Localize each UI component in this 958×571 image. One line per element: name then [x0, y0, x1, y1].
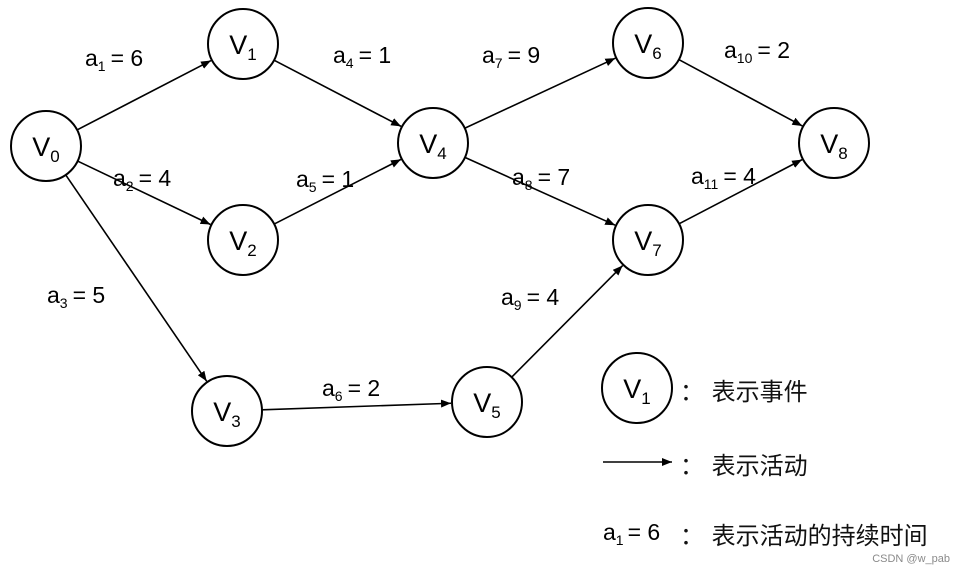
watermark: CSDN @w_pab	[872, 553, 950, 565]
node-circle	[10, 110, 82, 182]
node-v5: V5	[451, 366, 523, 438]
node-circle	[798, 107, 870, 179]
legend-event-separator: ：	[680, 378, 704, 406]
node-label: V3	[213, 397, 240, 431]
edge-a5-label: a5= 1	[296, 166, 354, 195]
node-circle	[191, 375, 263, 447]
edge-a6-label: a6= 2	[322, 375, 380, 404]
edge-a7-label: a7= 9	[482, 42, 540, 71]
edge-a8-label: a8= 7	[512, 164, 570, 193]
legend-event-text: ： 表示事件	[680, 372, 808, 407]
node-circle	[451, 366, 523, 438]
node-v6: V6	[612, 7, 684, 79]
node-label: V1	[229, 30, 256, 64]
edge-a11-label: a11= 4	[691, 163, 756, 192]
node-label: V0	[32, 132, 59, 166]
legend-event-label: V1	[623, 374, 650, 408]
node-v2: V2	[207, 204, 279, 276]
node-circle	[612, 204, 684, 276]
legend-event-symbol: V1	[601, 352, 673, 424]
node-label: V7	[634, 226, 661, 260]
legend-duration-separator: ：	[680, 522, 704, 550]
legend-activity-description: 表示活动	[711, 452, 808, 480]
legend-event-circle	[601, 352, 673, 424]
edge-a5-arrow	[273, 158, 402, 225]
edge-a2-arrow	[77, 160, 211, 226]
edge-labels-layer: a1= 6 a2= 4 a3= 5 a4= 1 a5= 1 a6= 2 a7= 9 a8= 7…	[47, 37, 790, 404]
node-label: V5	[473, 388, 500, 422]
edge-a3-label: a3= 5	[47, 282, 105, 311]
edge-a1-arrow	[76, 59, 212, 131]
edges-layer	[65, 57, 803, 411]
edge-a3-arrow	[65, 174, 208, 382]
node-label: V4	[419, 129, 446, 163]
edge-a9-label: a9= 4	[501, 284, 559, 313]
node-label: V2	[229, 226, 256, 260]
node-label: V8	[820, 129, 847, 163]
edge-a6-arrow	[261, 399, 452, 411]
legend-duration-description: 表示活动的持续时间	[711, 522, 928, 550]
legend-duration-symbol: a1= 6	[603, 519, 660, 548]
edge-a4-label: a4= 1	[333, 42, 391, 71]
node-v4: V4	[397, 107, 469, 179]
node-circle	[612, 7, 684, 79]
node-circle	[397, 107, 469, 179]
edge-a8-arrow	[464, 156, 616, 226]
node-circle	[207, 8, 279, 80]
node-v0: V0	[10, 110, 82, 182]
node-v8: V8	[798, 107, 870, 179]
legend-duration-text: ： 表示活动的持续时间	[680, 516, 928, 551]
edge-a4-arrow	[273, 59, 402, 128]
edge-a10-label: a10= 2	[724, 37, 790, 66]
node-circle	[207, 204, 279, 276]
node-v3: V3	[191, 375, 263, 447]
edge-a2-label: a2= 4	[113, 165, 171, 194]
edge-a7-arrow	[464, 57, 616, 129]
node-v1: V1	[207, 8, 279, 80]
edge-a11-arrow	[678, 158, 803, 225]
legend-duration-label: a1= 6	[603, 519, 660, 548]
edge-a1-label: a1= 6	[85, 45, 143, 74]
node-label: V6	[634, 29, 661, 63]
legend-event-description: 表示事件	[711, 378, 808, 406]
node-v7: V7	[612, 204, 684, 276]
legend-activity-separator: ：	[680, 452, 704, 480]
edge-a10-arrow	[678, 58, 803, 127]
legend-activity-text: ： 表示活动	[680, 446, 808, 481]
edge-a9-arrow	[511, 264, 624, 378]
